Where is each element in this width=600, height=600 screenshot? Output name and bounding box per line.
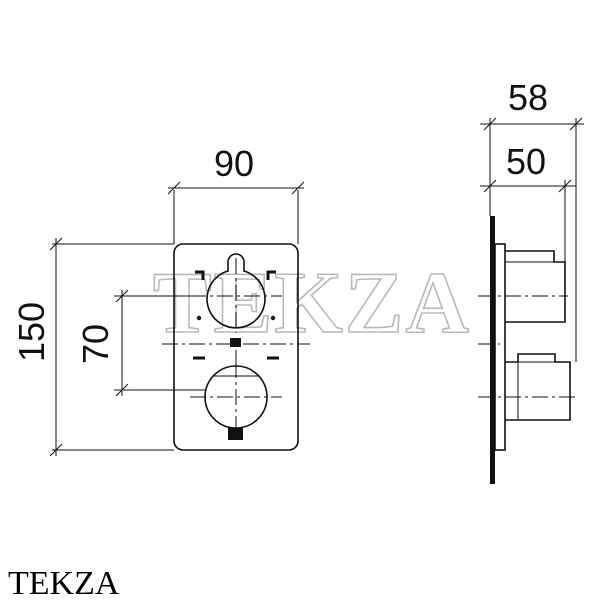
front-view <box>162 243 310 451</box>
tick-58-left <box>483 117 497 131</box>
tick-width-right <box>291 181 305 195</box>
dimension-width: 90 <box>167 143 305 244</box>
marker-dot-left <box>196 315 202 321</box>
brand-label: TEKZA <box>8 565 120 600</box>
dimension-depth-body: 50 <box>480 141 576 262</box>
tick-height-top <box>49 237 63 251</box>
dimension-height: 150 <box>11 237 174 457</box>
dim-label-58: 58 <box>508 77 548 118</box>
dim-label-50: 50 <box>506 141 546 182</box>
side-flange <box>494 243 506 451</box>
side-cover-plate <box>490 216 495 484</box>
dim-label-spacing: 70 <box>75 324 116 364</box>
center-marker <box>230 338 241 347</box>
tick-50-left <box>483 179 497 193</box>
tick-spacing-bottom <box>115 383 129 397</box>
marker-dot-right <box>270 315 276 321</box>
marker-top-left <box>195 270 205 280</box>
tick-50-right <box>558 179 572 193</box>
tick-spacing-top <box>115 289 129 303</box>
middle-markers <box>162 338 310 362</box>
upper-handle-outline <box>206 253 266 329</box>
upper-handle <box>190 253 282 333</box>
side-upper-body <box>505 250 566 323</box>
bottom-marker <box>228 428 243 440</box>
cover-plate <box>173 243 299 451</box>
dim-label-height: 150 <box>11 302 52 362</box>
marker-top-right <box>266 270 276 280</box>
dimension-depth-total: 58 <box>480 77 584 362</box>
watermark-text: TEKZA <box>153 255 471 352</box>
upper-markers <box>195 270 276 321</box>
dim-label-width: 90 <box>214 143 254 184</box>
dimension-spacing: 70 <box>75 289 205 397</box>
tick-58-right <box>569 117 583 131</box>
tick-height-bottom <box>49 443 63 457</box>
side-lower-body <box>505 353 571 421</box>
side-view <box>478 216 578 484</box>
lower-handle <box>190 362 282 432</box>
tick-width-left <box>167 181 181 195</box>
